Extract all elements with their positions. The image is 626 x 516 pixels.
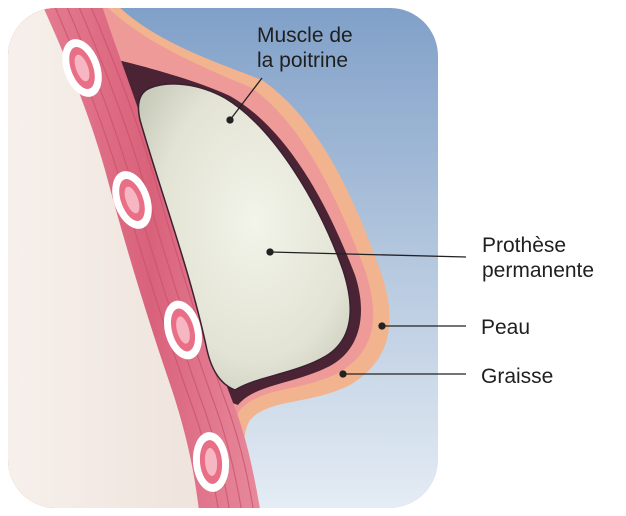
- label-muscle: Muscle de la poitrine: [257, 23, 353, 73]
- label-graisse: Graisse: [481, 364, 553, 389]
- marker-graisse: [340, 371, 346, 377]
- label-prothese-line-2: permanente: [482, 258, 594, 283]
- marker-peau: [379, 323, 385, 329]
- label-muscle-line-1: Muscle de: [257, 23, 353, 48]
- label-prothese-line-1: Prothèse: [482, 233, 594, 258]
- label-peau: Peau: [481, 315, 530, 340]
- marker-muscle: [227, 117, 233, 123]
- label-prothese: Prothèse permanente: [482, 233, 594, 283]
- label-muscle-line-2: la poitrine: [257, 48, 353, 73]
- marker-prothese: [267, 249, 273, 255]
